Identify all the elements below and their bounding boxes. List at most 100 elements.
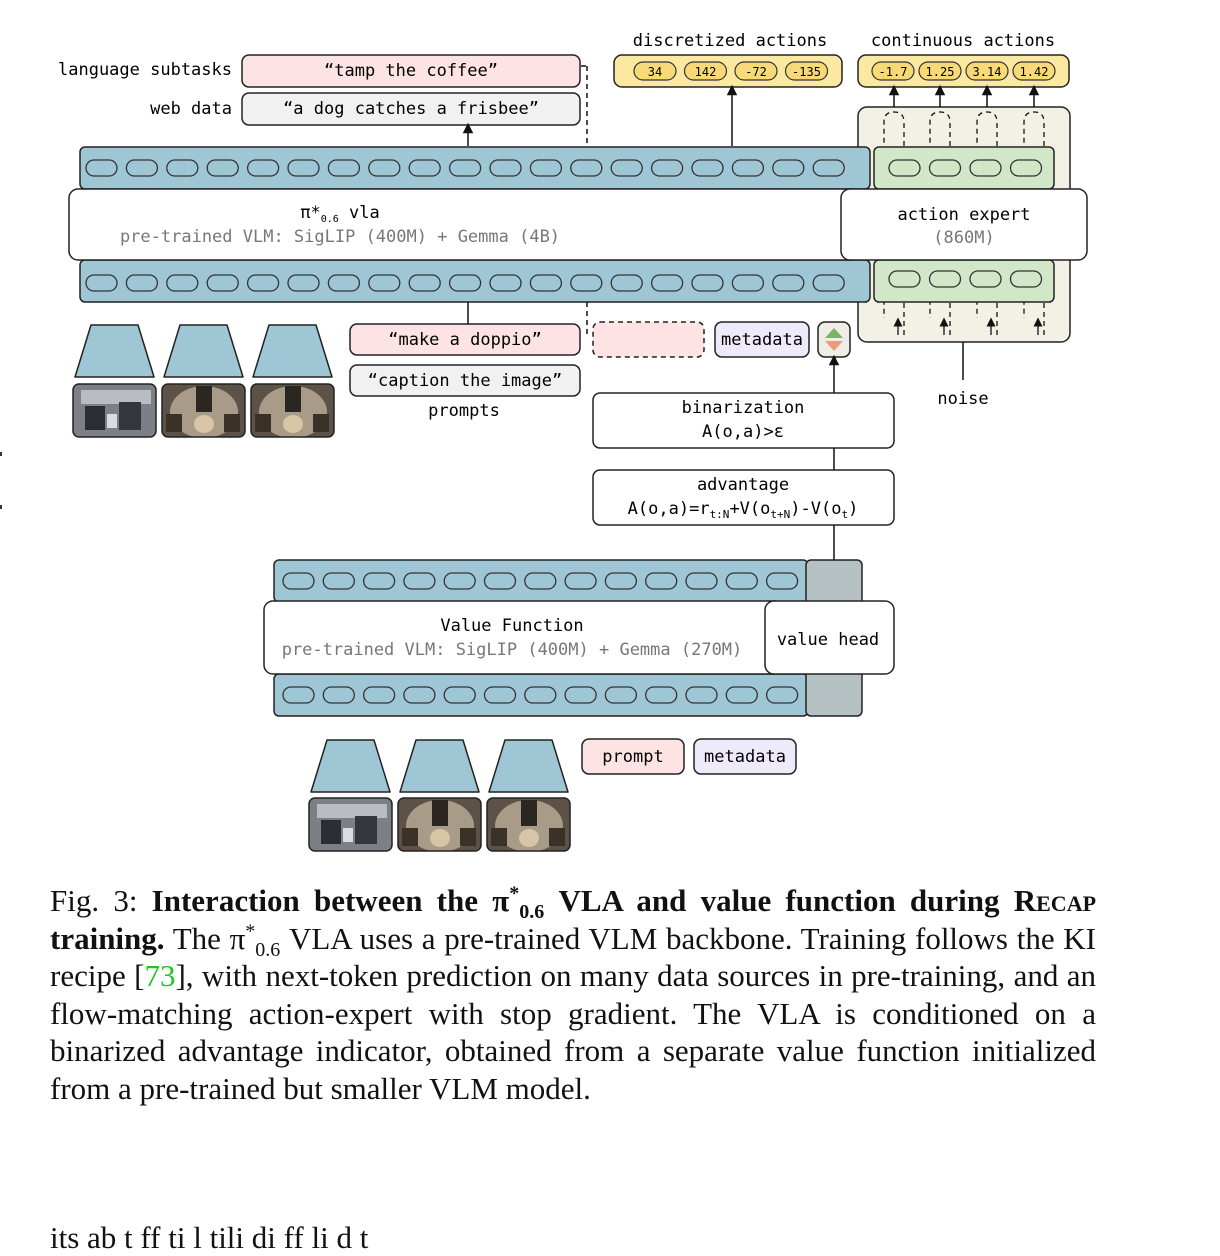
figure-caption: Fig. 3: Interaction between the π*0.6 VL… bbox=[50, 882, 1097, 1106]
figure-diagram: language subtasks web data “tamp the cof… bbox=[0, 31, 1088, 852]
vla-token bbox=[772, 159, 805, 177]
continuous-chip bbox=[965, 61, 1009, 81]
discretized-chip-label: 34 bbox=[648, 65, 662, 79]
discretized-chip-label: -72 bbox=[745, 65, 767, 79]
bottom-camera-group bbox=[308, 739, 571, 852]
vla-token bbox=[246, 274, 280, 292]
dog-frisbee-text: “a dog catches a frisbee” bbox=[283, 99, 539, 119]
advantage-indicator-box bbox=[817, 321, 851, 358]
label-discretized-actions: discretized actions bbox=[633, 31, 827, 51]
expert-token bbox=[1009, 159, 1043, 177]
vf-token bbox=[443, 572, 476, 590]
camera-thumbnail bbox=[309, 798, 392, 851]
vla-subtitle: pre-trained VLM: SigLIP (400M) + Gemma (… bbox=[120, 227, 560, 247]
vla-token bbox=[610, 159, 643, 177]
vla-tokens bbox=[85, 159, 845, 292]
camera-thumbnail-frame bbox=[72, 383, 157, 438]
vla-token bbox=[125, 274, 159, 292]
image-encoder-trapezoid bbox=[163, 324, 244, 378]
vla-token bbox=[327, 274, 361, 292]
caption-body-a: VLA uses a pre-trained VLM backbone. Tra… bbox=[50, 920, 1097, 994]
vf-token bbox=[483, 572, 517, 590]
image-encoder-trapezoid bbox=[488, 739, 569, 793]
vf-token bbox=[765, 686, 799, 704]
up-triangle-icon bbox=[825, 328, 843, 338]
vla-token bbox=[166, 274, 199, 292]
vf-token bbox=[282, 572, 315, 590]
expert-tokens bbox=[888, 159, 1043, 288]
vla-token bbox=[489, 274, 522, 292]
caption-image-box bbox=[349, 364, 581, 397]
value-head-text: value head bbox=[777, 630, 879, 650]
continuous-chip-label: 3.14 bbox=[973, 65, 1002, 79]
vla-token-bar-top bbox=[79, 146, 871, 190]
expert-token-bar-top bbox=[873, 146, 1055, 190]
label-language-subtasks: language subtasks bbox=[58, 60, 232, 80]
tamp-coffee-text: “tamp the coffee” bbox=[324, 61, 498, 81]
caption-recap: Recap bbox=[1013, 883, 1097, 918]
vla-token bbox=[570, 159, 603, 177]
camera-thumbnail bbox=[487, 798, 570, 851]
vla-token bbox=[610, 274, 643, 292]
vla-box bbox=[68, 188, 862, 261]
vf-token bbox=[362, 572, 396, 590]
discretized-chip-label: 142 bbox=[695, 65, 717, 79]
caption-image-text: “caption the image” bbox=[368, 371, 562, 391]
dashed-pink-box bbox=[592, 321, 705, 358]
discretized-chip bbox=[633, 61, 677, 81]
vla-token bbox=[368, 159, 401, 177]
vf-token bbox=[564, 572, 597, 590]
caption-reference-link[interactable]: 73 bbox=[144, 958, 176, 993]
vla-token bbox=[408, 159, 441, 177]
vla-metadata-box bbox=[714, 321, 810, 358]
camera-thumbnail-frame bbox=[486, 797, 571, 852]
vf-token bbox=[725, 686, 758, 704]
vla-token bbox=[489, 159, 522, 177]
continuous-chip-label: 1.42 bbox=[1020, 65, 1049, 79]
value-function-subtitle: pre-trained VLM: SigLIP (400M) + Gemma (… bbox=[282, 640, 743, 660]
continuous-actions-box bbox=[857, 54, 1070, 88]
vla-token bbox=[448, 274, 482, 292]
expert-token bbox=[888, 270, 921, 288]
vf-token bbox=[443, 686, 476, 704]
vla-token bbox=[206, 159, 239, 177]
discretized-chip-label: -135 bbox=[792, 65, 821, 79]
expert-token bbox=[1009, 270, 1043, 288]
image-encoder-trapezoid bbox=[74, 324, 155, 378]
vla-token bbox=[650, 274, 684, 292]
action-expert-box bbox=[840, 188, 1088, 261]
vf-token bbox=[322, 572, 355, 590]
camera-thumbnail bbox=[162, 384, 245, 437]
camera-thumbnail bbox=[398, 798, 481, 851]
vf-token bbox=[604, 686, 638, 704]
vla-token bbox=[529, 159, 563, 177]
value-function-box bbox=[263, 600, 785, 675]
continuous-chip bbox=[918, 61, 962, 81]
continuous-chip bbox=[871, 61, 915, 81]
vf-token bbox=[362, 686, 396, 704]
expert-token bbox=[969, 270, 1002, 288]
camera-thumbnail-frame bbox=[308, 797, 393, 852]
vla-token bbox=[85, 159, 118, 177]
advantage-formula: A(o,a)=rt:N+V(ot+N)-V(ot) bbox=[628, 499, 859, 521]
caption-body-b: ], with next-token prediction on many da… bbox=[50, 958, 1096, 1106]
vf-tokens bbox=[282, 572, 799, 704]
down-triangle-icon bbox=[825, 341, 843, 351]
vla-token bbox=[368, 274, 401, 292]
continuous-chip bbox=[1012, 61, 1056, 81]
vf-token bbox=[725, 572, 758, 590]
vla-token bbox=[166, 159, 199, 177]
expert-token bbox=[928, 270, 962, 288]
vf-token bbox=[685, 572, 718, 590]
tamp-coffee-box bbox=[241, 54, 581, 88]
vla-token bbox=[206, 274, 239, 292]
discretized-chip bbox=[683, 61, 728, 81]
vla-token bbox=[529, 274, 563, 292]
caption-bold-c: training. bbox=[50, 920, 165, 956]
discretized-chip bbox=[784, 61, 829, 81]
make-doppio-box bbox=[349, 323, 581, 356]
vla-token bbox=[327, 159, 361, 177]
camera-thumbnail-frame bbox=[397, 797, 482, 852]
camera-thumbnail-frame bbox=[161, 383, 246, 438]
vla-token bbox=[246, 159, 280, 177]
